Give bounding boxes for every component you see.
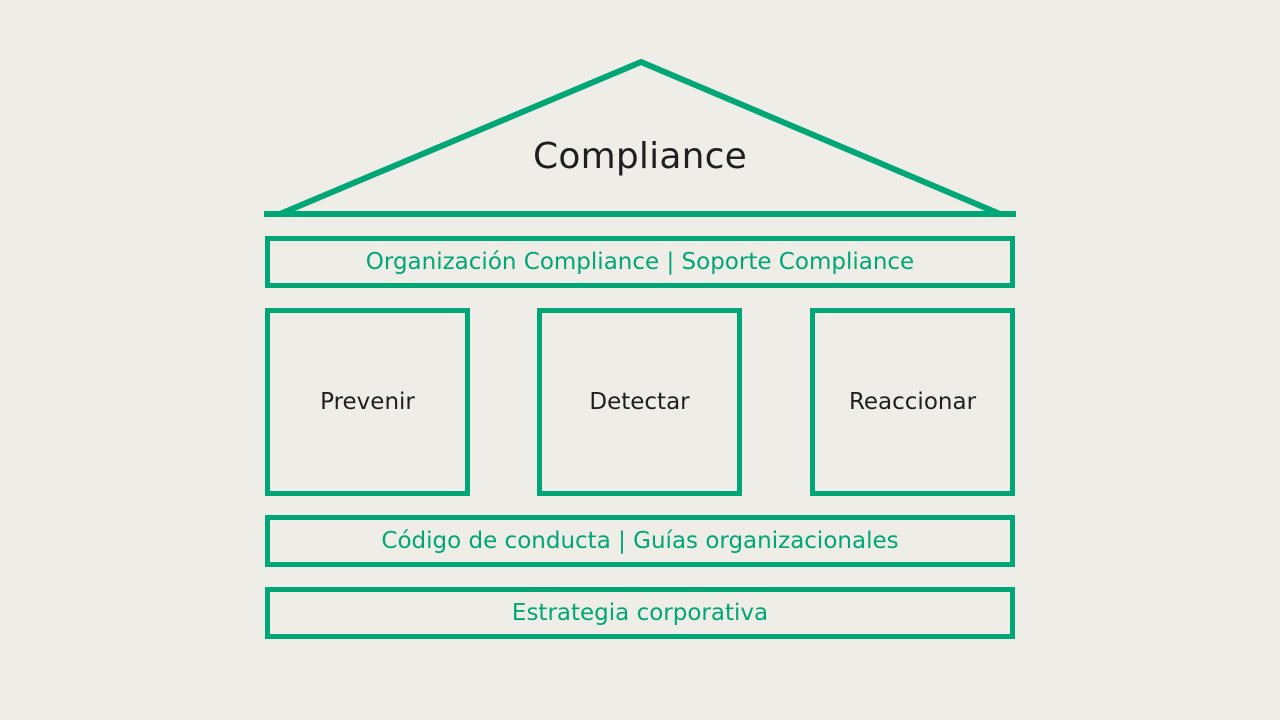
band-organization-support: Organización Compliance | Soporte Compli…: [265, 236, 1015, 288]
band-corporate-strategy: Estrategia corporativa: [265, 587, 1015, 639]
pillar-detect: Detectar: [537, 308, 742, 496]
roof-title: Compliance: [533, 136, 747, 177]
pillar-prevent-label: Prevenir: [320, 389, 415, 415]
pillar-detect-label: Detectar: [589, 389, 690, 415]
band-code-of-conduct: Código de conducta | Guías organizaciona…: [265, 515, 1015, 567]
band-corporate-strategy-label: Estrategia corporativa: [511, 600, 769, 626]
band-organization-support-label: Organización Compliance | Soporte Compli…: [365, 249, 915, 275]
pillar-react-label: Reaccionar: [848, 389, 977, 415]
band-code-of-conduct-label: Código de conducta | Guías organizaciona…: [381, 528, 899, 554]
pillar-prevent: Prevenir: [265, 308, 470, 496]
pillar-react: Reaccionar: [810, 308, 1015, 496]
